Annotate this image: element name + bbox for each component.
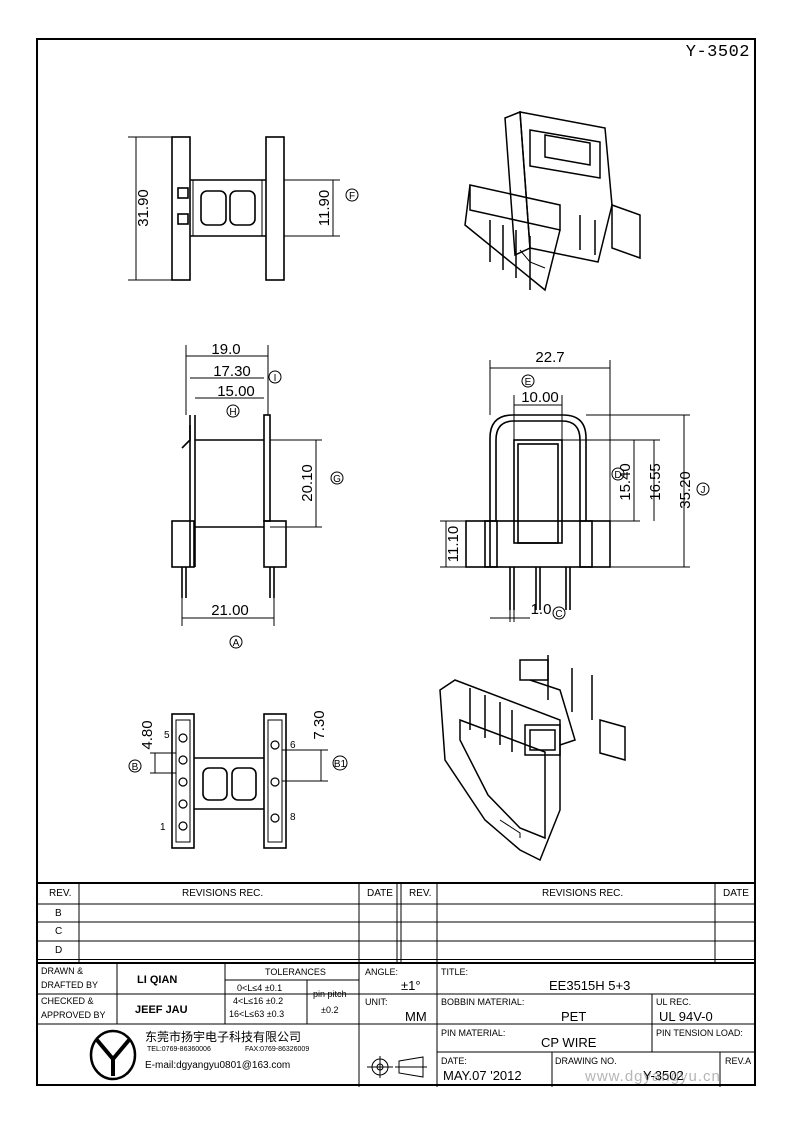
angle-label: ANGLE: (365, 967, 399, 977)
pin-number-6: 6 (290, 740, 296, 751)
dim-front-w2: 10.00 (521, 389, 559, 406)
callout-b: B (132, 762, 139, 773)
rev-row-d: D (55, 945, 63, 956)
revisions-header-left: REVISIONS REC. (182, 888, 264, 899)
drawn-label-1: DRAWN & (41, 966, 84, 976)
callout-i: I (274, 373, 277, 384)
date-value: MAY.07 '2012 (443, 1068, 522, 1083)
checked-by: JEEF JAU (135, 1004, 188, 1016)
callout-c: C (555, 609, 562, 620)
callout-f: F (349, 191, 355, 202)
callout-g: G (333, 474, 341, 485)
dim-front-h3: 35.20 (677, 471, 694, 509)
date-header-left: DATE (367, 888, 393, 899)
dim-bottom-h2: 7.30 (311, 710, 328, 739)
dim-side-w2: 17.30 (213, 363, 251, 380)
callout-b1: B1 (334, 759, 347, 770)
drawn-by: LI QIAN (137, 974, 178, 986)
checked-label-2: APPROVED BY (41, 1010, 106, 1020)
company-tel: TEL:0769-86360006 (147, 1046, 211, 1053)
pin-tension-label: PIN TENSION LOAD: (656, 1028, 743, 1038)
revisions-table: REV. REVISIONS REC. DATE REV. REVISIONS … (37, 882, 755, 962)
dim-side-w3: 15.00 (217, 383, 255, 400)
bobbin-material-value: PET (561, 1009, 587, 1024)
callout-d: D (614, 470, 621, 481)
title-label: TITLE: (441, 967, 469, 977)
dim-side-w1: 19.0 (211, 341, 240, 358)
angle-value: ±1° (401, 978, 421, 993)
isometric-view-top (464, 110, 641, 292)
tolerances-label: TOLERANCES (265, 967, 326, 977)
rev-label: REV.A (725, 1056, 752, 1066)
callout-j: J (701, 485, 706, 496)
pin-pitch-tol: ±0.2 (321, 1005, 339, 1015)
drawn-label-2: DRAFTED BY (41, 980, 99, 990)
title-block: DRAWN & DRAFTED BY LI QIAN CHECKED & APP… (37, 962, 755, 1087)
tolerance-row-2: 4<L≤16 ±0.2 (233, 996, 284, 1006)
revisions-header-right: REVISIONS REC. (542, 888, 624, 899)
dim-bottom-h1: 4.80 (139, 720, 156, 749)
tolerance-row-1: 0<L≤4 ±0.1 (237, 983, 283, 993)
checked-label-1: CHECKED & (41, 996, 94, 1006)
company-name: 东莞市扬宇电子科技有限公司 (145, 1030, 302, 1044)
rev-header-left: REV. (49, 888, 72, 899)
pin-number-5: 5 (164, 730, 170, 741)
rev-row-c: C (55, 926, 63, 937)
pin-material-value: CP WIRE (541, 1035, 597, 1050)
drawing-no-value: Y-3502 (643, 1068, 684, 1083)
top-view: 31.90 11.90 F (128, 136, 359, 281)
unit-value: MM (405, 1009, 427, 1024)
callout-h: H (229, 407, 236, 418)
tolerance-row-3: 16<L≤63 ±0.3 (229, 1009, 285, 1019)
dim-pin-dia: 1.0 (531, 601, 552, 618)
drawing-no-label: DRAWING NO. (555, 1056, 617, 1066)
pin-number-1: 1 (160, 822, 166, 833)
rev-row-b: B (55, 908, 62, 919)
dim-front-h1: 15.40 (617, 463, 634, 501)
pin-number-8: 8 (290, 812, 296, 823)
front-view: 22.7 10.00 15.40 16.55 35.20 11.10 1.0 E… (440, 349, 710, 622)
dim-front-h2: 16.55 (647, 463, 664, 501)
watermark: www.dgyangyu.cn (585, 1068, 721, 1085)
dim-top-window: 11.90 (316, 190, 333, 226)
company-fax: FAX:0769-86326009 (245, 1046, 310, 1053)
drawing-number: Y-3502 (685, 43, 750, 62)
rev-header-right: REV. (409, 888, 432, 899)
unit-label: UNIT: (365, 997, 388, 1007)
dim-top-height: 31.90 (135, 189, 152, 227)
bottom-view: 4.80 7.30 5 1 6 8 B B1 (128, 710, 348, 849)
callout-e: E (525, 377, 532, 388)
dim-side-base: 21.00 (211, 602, 249, 619)
title-value: EE3515H 5+3 (549, 978, 631, 993)
bobbin-material-label: BOBBIN MATERIAL: (441, 997, 525, 1007)
dim-front-w: 22.7 (535, 349, 564, 366)
pin-pitch-label: pin pitch (313, 989, 347, 999)
dim-side-h: 20.10 (299, 464, 316, 502)
pin-material-label: PIN MATERIAL: (441, 1028, 506, 1038)
isometric-view-bottom (439, 655, 626, 862)
company-email: E-mail:dgyangyu0801@163.com (145, 1060, 291, 1071)
dim-front-base: 11.10 (445, 526, 462, 562)
ul-rec-value: UL 94V-0 (659, 1009, 713, 1024)
drawing-sheet (36, 38, 756, 1086)
callout-a: A (233, 638, 240, 649)
side-view: 19.0 17.30 15.00 20.10 21.00 I H G A (171, 341, 344, 649)
date-header-right: DATE (723, 888, 749, 899)
ul-rec-label: UL REC. (656, 997, 692, 1007)
date-label: DATE: (441, 1056, 467, 1066)
